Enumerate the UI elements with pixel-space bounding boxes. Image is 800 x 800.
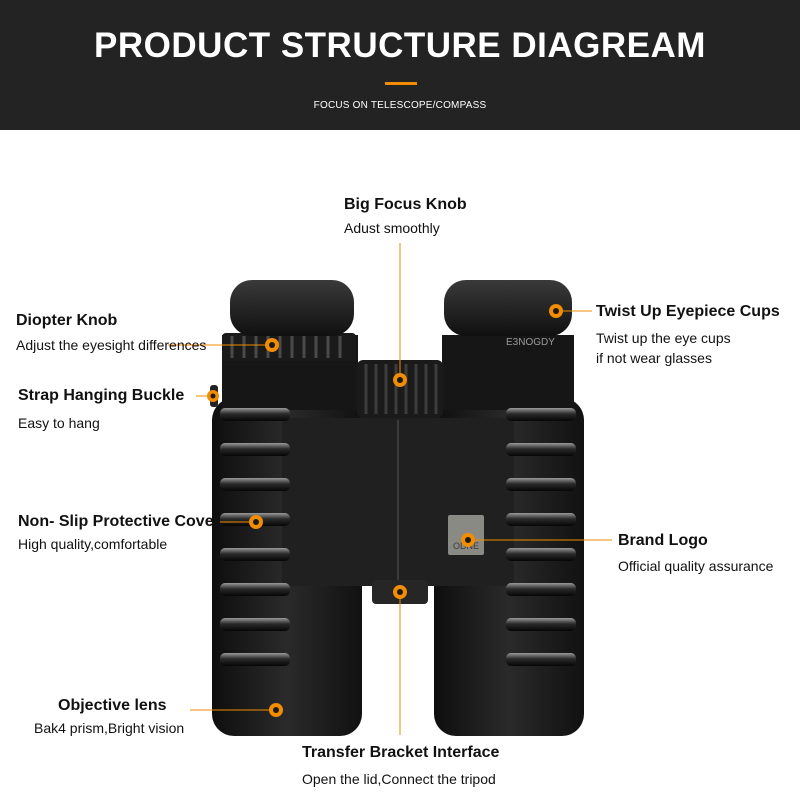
binocular-body: ODNE E3NOGDY	[210, 280, 584, 736]
diopter-desc: Adjust the eyesight differences	[16, 337, 207, 353]
focus-knob-title: Big Focus Knob	[344, 196, 467, 213]
strap-title: Strap Hanging Buckle	[18, 387, 185, 404]
eyepiece-title: Twist Up Eyepiece Cups	[596, 303, 780, 320]
header-banner: PRODUCT STRUCTURE DIAGREAM FOCUS ON TELE…	[0, 0, 800, 130]
objective-desc: Bak4 prism,Bright vision	[34, 720, 185, 736]
logo-desc: Official quality assurance	[618, 558, 774, 574]
bracket-title: Transfer Bracket Interface	[302, 744, 500, 761]
page-title: PRODUCT STRUCTURE DIAGREAM	[94, 26, 706, 65]
logo-title: Brand Logo	[618, 532, 708, 549]
strap-desc: Easy to hang	[18, 415, 100, 431]
diopter-title: Diopter Knob	[16, 312, 118, 329]
eyepiece-desc-1: Twist up the eye cups	[596, 330, 731, 346]
eyepiece-engraving: E3NOGDY	[506, 337, 555, 348]
bracket-desc: Open the lid,Connect the tripod	[302, 771, 496, 787]
focus-knob-desc: Adust smoothly	[344, 220, 440, 236]
cover-desc: High quality,comfortable	[18, 536, 168, 552]
callout-markers	[207, 304, 563, 717]
title-underline	[385, 82, 417, 85]
eyepiece-desc-2: if not wear glasses	[596, 350, 712, 366]
cover-title: Non- Slip Protective Cover	[18, 513, 220, 530]
leader-lines	[168, 243, 612, 735]
objective-title: Objective lens	[58, 697, 167, 714]
page-subtitle: FOCUS ON TELESCOPE/COMPASS	[313, 100, 487, 111]
